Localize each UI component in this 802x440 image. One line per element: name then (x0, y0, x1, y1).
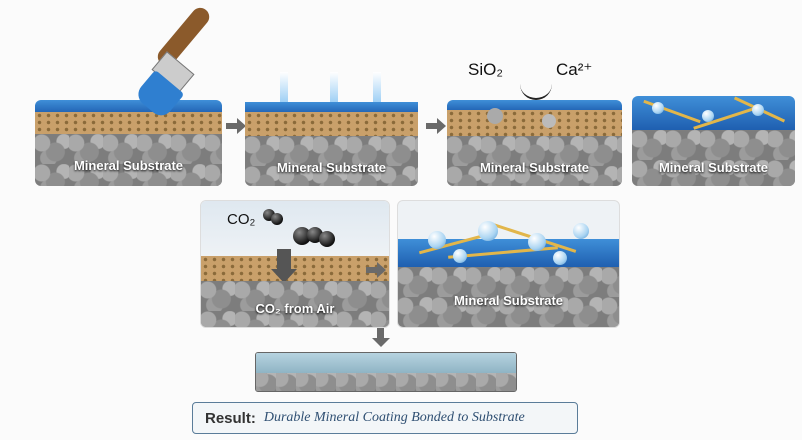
step-2-label: Mineral Substrate (276, 160, 387, 175)
result-prefix: Result: (205, 409, 256, 427)
arrow-right-icon (226, 118, 246, 134)
step-5-label: CO₂ from Air (255, 301, 335, 316)
reaction-arrow-icon (520, 70, 552, 100)
step-6-label: Mineral Substrate (453, 293, 564, 308)
step-1-panel: Mineral Substrate (35, 100, 222, 186)
result-text: Durable Mineral Coating Bonded to Substr… (263, 410, 525, 425)
arrow-right-icon (426, 118, 446, 134)
step-2-panel: Mineral Substrate (245, 72, 418, 186)
arrow-right-icon (366, 262, 386, 278)
sio2-label: SiO₂ (468, 60, 503, 79)
step-4-label: Mineral Substrate (658, 160, 769, 175)
ca-ion-label: Ca²⁺ (556, 60, 593, 79)
step-5-panel: CO₂ CO₂ from Air (200, 200, 390, 328)
step-6-panel: Mineral Substrate (397, 200, 620, 328)
arrow-down-icon (277, 249, 291, 271)
arrow-down-icon (377, 328, 384, 338)
result-box: Result: Durable Mineral Coating Bonded t… (192, 402, 578, 434)
coated-substrate-bar (255, 352, 517, 392)
co2-molecule-icon (293, 227, 311, 245)
step-1-label: Mineral Substrate (73, 158, 184, 173)
paintbrush-icon (133, 4, 255, 125)
step-3-panel: Mineral Substrate (447, 100, 622, 186)
co2-label: CO₂ (227, 211, 256, 228)
step-3-label: Mineral Substrate (479, 160, 590, 175)
step-4-panel: Mineral Substrate (632, 96, 795, 186)
